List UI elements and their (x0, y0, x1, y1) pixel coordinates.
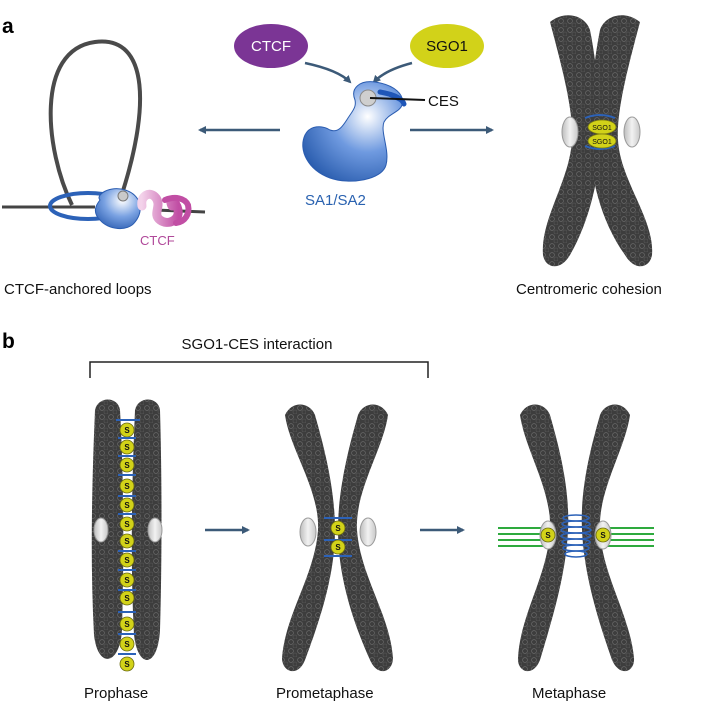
left-microtubules (498, 527, 548, 547)
metaphase-cohesin-coils (560, 514, 592, 558)
metaphase-caption: Metaphase (532, 685, 606, 702)
metaphase-chromosome: S S (498, 404, 654, 672)
s-marker: S (124, 520, 130, 529)
s-marker: S (124, 501, 130, 510)
ctcf-small-label: CTCF (140, 233, 175, 248)
ctcf-loop-illustration: CTCF (2, 39, 206, 248)
sgo1-small-label-2: SGO1 (592, 139, 612, 146)
prometaphase-chromosome: S S (282, 404, 393, 672)
sa1-sa2-label: SA1/SA2 (305, 192, 366, 209)
sgo1-oval-label: SGO1 (426, 38, 468, 55)
prophase-chromosome: S S S S S S S S S S S S S (91, 399, 163, 672)
sa-protein-small (94, 188, 141, 229)
interaction-bracket (89, 361, 429, 378)
s-marker: S (600, 531, 606, 540)
prometaphase-caption: Prometaphase (276, 685, 374, 702)
s-marker: S (124, 537, 130, 546)
s-marker: S (545, 531, 551, 540)
arrow-sgo1-to-cohesin (372, 61, 413, 84)
s-marker: S (124, 640, 130, 649)
prophase-sgo1-stack: S S S S S S S S S S S S S (116, 419, 140, 672)
ces-pointer-line (369, 97, 426, 101)
ctcf-protein (137, 189, 183, 227)
s-marker: S (124, 620, 130, 629)
arrow-ctcf-to-cohesin (304, 61, 352, 84)
sgo1-oval (410, 24, 484, 68)
s-marker: S (124, 482, 130, 491)
s-marker: S (124, 660, 130, 669)
sgo1-ces-interaction-label: SGO1-CES interaction (182, 336, 333, 353)
panel-a-letter: a (2, 15, 14, 38)
ctcf-oval (234, 24, 308, 68)
sgo1-small-label-1: SGO1 (592, 125, 612, 132)
right-microtubules (602, 527, 654, 547)
s-marker: S (124, 594, 130, 603)
panel-b-letter: b (2, 330, 15, 353)
s-marker: S (335, 543, 341, 552)
ctcf-oval-label: CTCF (251, 38, 291, 55)
s-marker: S (124, 461, 130, 470)
s-marker: S (124, 426, 130, 435)
s-marker: S (124, 556, 130, 565)
ctcf-anchored-loops-caption: CTCF-anchored loops (4, 281, 152, 298)
s-marker: S (124, 576, 130, 585)
prophase-caption: Prophase (84, 685, 148, 702)
sa-cohesin-protein (302, 81, 407, 182)
ces-label: CES (428, 93, 459, 110)
centromeric-cohesion-caption: Centromeric cohesion (516, 281, 662, 298)
s-marker: S (124, 443, 130, 452)
s-marker: S (335, 524, 341, 533)
centromeric-chromosome: SGO1 SGO1 (542, 15, 653, 267)
chromatin-loop (48, 39, 143, 206)
